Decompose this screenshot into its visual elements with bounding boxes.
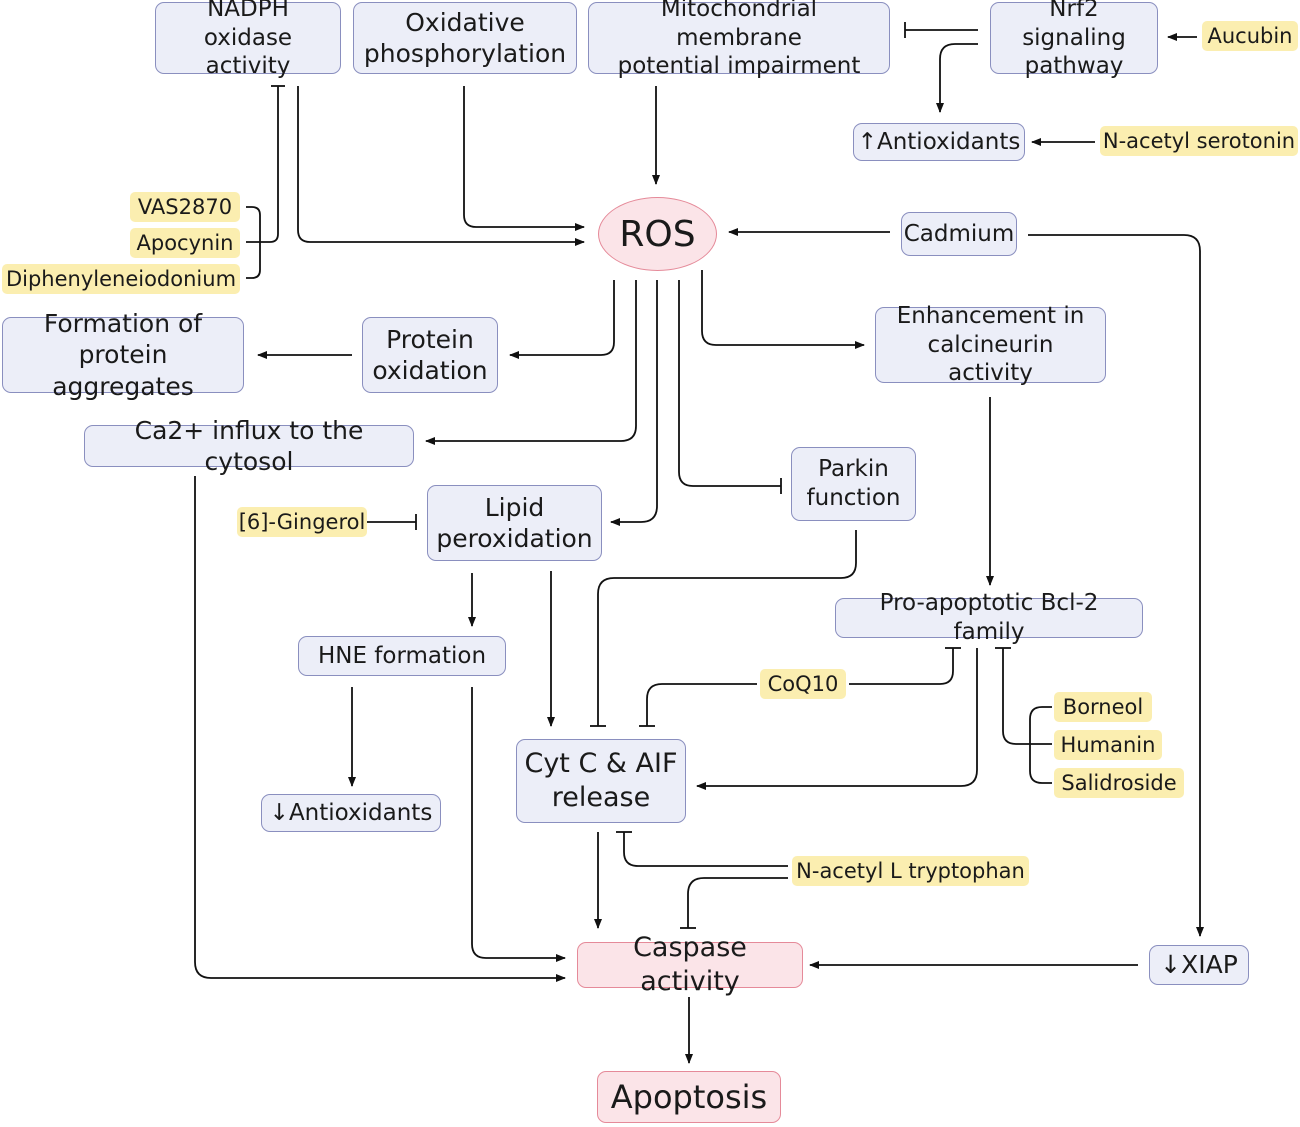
antioxidants-increase-node: ↑Antioxidants — [853, 123, 1025, 161]
drug-n-acetyl-l-tryptophan: N-acetyl L tryptophan — [792, 856, 1029, 886]
mitochondrial-membrane-node: Mitochondrial membrane potential impairm… — [588, 0, 890, 79]
calcineurin-node: Enhancement in calcineurin activity — [875, 303, 1106, 386]
edge-cadmium-to-xiap — [1028, 234, 1204, 937]
edge-coq10-inhibits-proapoptotic — [849, 648, 954, 685]
edge-ros-to-protein-oxidation — [509, 280, 615, 359]
edge-ca-influx-to-caspase — [194, 476, 566, 982]
caspase-activity-node: Caspase activity — [577, 932, 803, 997]
protein-aggregates-node: Formation of protein aggregates — [2, 309, 244, 401]
cadmium-node: Cadmium — [901, 212, 1017, 256]
parkin-function-node: Parkin function — [791, 447, 916, 521]
cytc-aif-release-node: Cyt C & AIF release — [516, 739, 686, 823]
proapoptotic-bcl2-node: Pro-apoptotic Bcl-2 family — [835, 590, 1143, 645]
oxidative-phosphorylation-node: Oxidative phosphorylation — [353, 2, 577, 74]
drug-6-gingerol: [6]-Gingerol — [237, 507, 367, 537]
xiap-node: ↓XIAP — [1149, 945, 1249, 985]
drug-aucubin: Aucubin — [1202, 21, 1298, 51]
edge-oxphos-to-ros — [463, 86, 585, 231]
edge-ros-to-ca-influx — [425, 280, 637, 445]
edge-coq10-inhibits-cytc — [646, 683, 757, 726]
edge-protector-bracket — [1029, 706, 1052, 784]
drug-apocynin: Apocynin — [130, 228, 240, 258]
hne-formation-node: HNE formation — [298, 636, 506, 676]
apoptosis-node: Apoptosis — [597, 1071, 781, 1123]
edge-tryptophan-inhibits-cytc — [623, 832, 788, 867]
down-arrow-icon: ↓ — [269, 799, 289, 826]
drug-coq10: CoQ10 — [760, 669, 846, 699]
protein-oxidation-node: Protein oxidation — [362, 317, 498, 393]
edge-proapoptotic-to-cytc — [696, 648, 978, 790]
down-arrow-icon: ↓ — [1160, 950, 1182, 980]
edge-tryptophan-inhibits-caspase — [687, 877, 788, 928]
nadph-oxidase-node: NADPH oxidase activity — [155, 0, 341, 79]
edge-inhibitors-to-nadph — [246, 86, 279, 243]
nrf2-pathway-node: Nrf2 signaling pathway — [990, 0, 1158, 79]
antioxidants-decrease-node: ↓Antioxidants — [261, 794, 441, 832]
edge-nadph-to-ros — [297, 86, 585, 246]
drug-borneol: Borneol — [1054, 692, 1152, 722]
drug-humanin: Humanin — [1054, 730, 1162, 760]
edge-ros-to-lipid — [610, 280, 658, 526]
up-arrow-icon: ↑ — [857, 128, 877, 155]
edge-hne-to-caspase — [471, 687, 566, 962]
drug-diphenyleneiodonium: Diphenyleneiodonium — [2, 264, 240, 294]
antioxidants-label: Antioxidants — [288, 799, 433, 826]
edge-nrf2-to-antioxidants — [936, 43, 978, 113]
edge-protectors-inhibit-proapoptotic — [1002, 648, 1052, 745]
ros-node: ROS — [598, 197, 717, 271]
drug-vas2870: VAS2870 — [130, 192, 240, 222]
antioxidants-label: Antioxidants — [876, 128, 1021, 155]
xiap-label: XIAP — [1181, 950, 1238, 980]
drug-n-acetyl-serotonin: N-acetyl serotonin — [1100, 126, 1298, 156]
drug-salidroside: Salidroside — [1054, 768, 1184, 798]
edge-ros-inhibits-parkin — [678, 280, 781, 487]
ca-influx-node: Ca2+ influx to the cytosol — [84, 416, 414, 476]
lipid-peroxidation-node: Lipid peroxidation — [427, 485, 602, 561]
edge-parkin-inhibits-cytc — [597, 530, 857, 726]
edge-ros-to-calcineurin — [701, 270, 865, 349]
